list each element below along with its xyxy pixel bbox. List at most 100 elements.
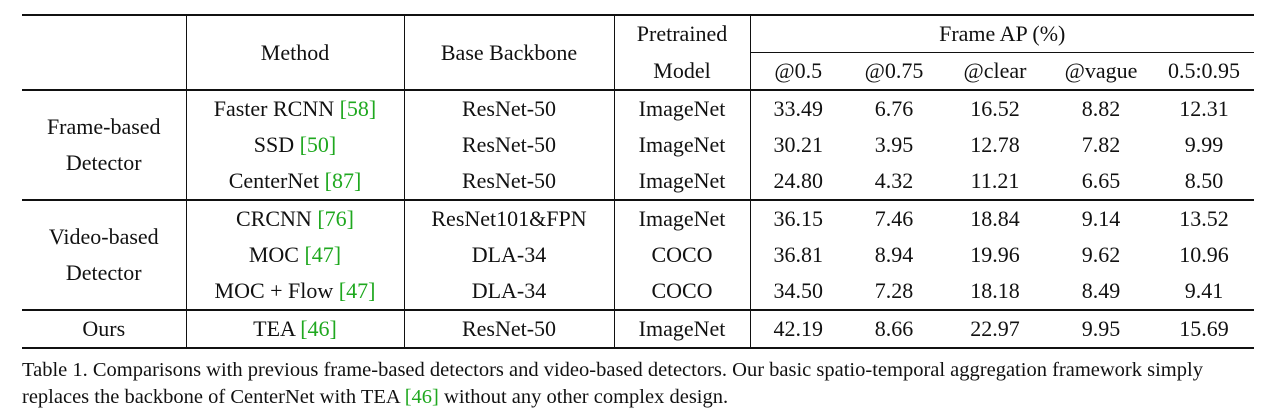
value-cell: 33.49 <box>750 89 846 127</box>
table-row: MOC [47] DLA-34 COCO 36.81 8.94 19.96 9.… <box>22 237 1254 273</box>
header-metric: @0.5 <box>774 58 823 83</box>
table-body: Frame-based Detector Faster RCNN [58] Re… <box>22 89 1254 349</box>
value-cell: 11.21 <box>970 168 1020 193</box>
pretrained-cell: ImageNet <box>614 127 751 163</box>
method-name: CenterNet <box>228 168 320 193</box>
value-cell: 7.46 <box>846 199 942 237</box>
reference-link[interactable]: [76] <box>317 206 354 231</box>
group-label-video-based: Video-based Detector <box>22 199 187 310</box>
value-cell: 16.52 <box>942 89 1048 127</box>
method-name: SSD <box>253 132 295 157</box>
caption-text-end: without any other complex design. <box>438 386 729 408</box>
value-cell: 36.81 <box>773 242 824 267</box>
value-cell: 8.50 <box>1184 168 1224 193</box>
caption-reference-link[interactable]: [46] <box>404 386 439 408</box>
caption-text: Table 1. Comparisons with previous frame… <box>22 359 1203 408</box>
reference-link[interactable]: [47] <box>304 242 342 267</box>
header-metric: @clear <box>963 58 1027 83</box>
reference-link[interactable]: [46] <box>300 316 337 341</box>
value-cell: 9.62 <box>1081 242 1121 267</box>
reference-link[interactable]: [58] <box>339 96 377 121</box>
value-cell: 9.41 <box>1184 278 1224 303</box>
group-label-ours: Ours <box>22 309 187 349</box>
backbone-cell: ResNet-50 <box>404 309 615 349</box>
method-cell: CenterNet [87] <box>186 163 405 200</box>
value-cell-best: 15.69 <box>1154 309 1254 349</box>
group-label-line1: Video-based <box>48 224 159 249</box>
header-metric: 0.5:0.95 <box>1167 58 1241 83</box>
results-table: Method Base Backbone Pretrained Frame AP… <box>22 14 1254 349</box>
group-label-line2: Detector <box>65 150 142 175</box>
backbone-cell: ResNet-50 <box>404 163 615 200</box>
value-cell: 9.14 <box>1048 199 1154 237</box>
header-method: Method <box>186 14 405 90</box>
method-name: MOC + Flow <box>214 278 334 303</box>
value-cell: 18.84 <box>942 199 1048 237</box>
backbone-cell: ResNet-50 <box>404 89 615 127</box>
group-label-line2: Detector <box>65 260 142 285</box>
value-cell: 8.82 <box>1048 89 1154 127</box>
value-cell: 36.15 <box>750 199 846 237</box>
group-label-line1: Frame-based <box>46 114 161 139</box>
value-cell: 3.95 <box>874 132 914 157</box>
value-cell: 19.96 <box>970 242 1020 267</box>
header-pretrained-line1: Pretrained <box>614 14 751 53</box>
pretrained-cell: ImageNet <box>614 89 751 127</box>
reference-link[interactable]: [47] <box>338 278 376 303</box>
value-cell: 8.49 <box>1081 278 1121 303</box>
value-cell: 12.31 <box>1154 89 1254 127</box>
header-backbone: Base Backbone <box>404 14 615 90</box>
value-cell: 12.78 <box>970 132 1020 157</box>
header-metric: @0.75 <box>864 58 924 83</box>
value-cell: 6.65 <box>1081 168 1121 193</box>
method-name: MOC <box>248 242 299 267</box>
pretrained-cell: COCO <box>614 237 751 273</box>
table-header: Method Base Backbone Pretrained Frame AP… <box>22 14 1254 90</box>
table-row: MOC + Flow [47] DLA-34 COCO 34.50 7.28 1… <box>22 273 1254 310</box>
value-cell: 7.82 <box>1081 132 1121 157</box>
header-frame-ap: Frame AP (%) <box>750 14 1254 53</box>
header-metric: @vague <box>1064 58 1138 83</box>
method-cell: MOC + Flow [47] <box>186 273 405 310</box>
reference-link[interactable]: [87] <box>324 168 362 193</box>
method-name: CRCNN <box>236 206 312 231</box>
value-cell: 34.50 <box>773 278 824 303</box>
table-row: Frame-based Detector Faster RCNN [58] Re… <box>22 89 1254 200</box>
table-caption: Table 1. Comparisons with previous frame… <box>22 357 1262 411</box>
method-cell: TEA [46] <box>186 309 405 349</box>
value-cell: 10.96 <box>1179 242 1229 267</box>
method-cell: CRCNN [76] <box>186 199 405 237</box>
value-cell: 9.99 <box>1184 132 1224 157</box>
method-cell: MOC [47] <box>186 237 405 273</box>
pretrained-cell: ImageNet <box>614 309 751 349</box>
header-pretrained-line2: Model <box>614 52 751 90</box>
reference-link[interactable]: [50] <box>299 132 337 157</box>
value-cell: 18.18 <box>970 278 1020 303</box>
value-cell: 4.32 <box>874 168 914 193</box>
value-cell: 7.28 <box>874 278 914 303</box>
table-row: SSD [50] ResNet-50 ImageNet 30.21 3.95 1… <box>22 127 1254 163</box>
value-cell: 6.76 <box>846 89 942 127</box>
backbone-cell: DLA-34 <box>404 273 615 310</box>
value-cell-best: 22.97 <box>942 309 1048 349</box>
value-cell-best: 8.94 <box>874 242 914 267</box>
value-cell-best: 42.19 <box>750 309 846 349</box>
method-cell: SSD [50] <box>186 127 405 163</box>
value-cell-best: 9.95 <box>1048 309 1154 349</box>
pretrained-cell: ImageNet <box>614 199 751 237</box>
backbone-cell: ResNet-50 <box>404 127 615 163</box>
pretrained-cell: ImageNet <box>614 163 751 200</box>
table-row: Video-based Detector CRCNN [76] ResNet10… <box>22 199 1254 310</box>
pretrained-cell: COCO <box>614 273 751 310</box>
group-label-frame-based: Frame-based Detector <box>22 89 187 200</box>
table-row-ours: Ours TEA [46] ResNet-50 ImageNet 42.19 8… <box>22 309 1254 349</box>
value-cell: 13.52 <box>1154 199 1254 237</box>
value-cell: 30.21 <box>773 132 824 157</box>
method-name: TEA <box>253 316 295 341</box>
backbone-cell: ResNet101&FPN <box>404 199 615 237</box>
backbone-cell: DLA-34 <box>404 237 615 273</box>
value-cell: 8.66 <box>846 309 942 349</box>
method-cell: Faster RCNN [58] <box>186 89 405 127</box>
method-name: Faster RCNN <box>213 96 335 121</box>
table-row: CenterNet [87] ResNet-50 ImageNet 24.80 … <box>22 163 1254 200</box>
